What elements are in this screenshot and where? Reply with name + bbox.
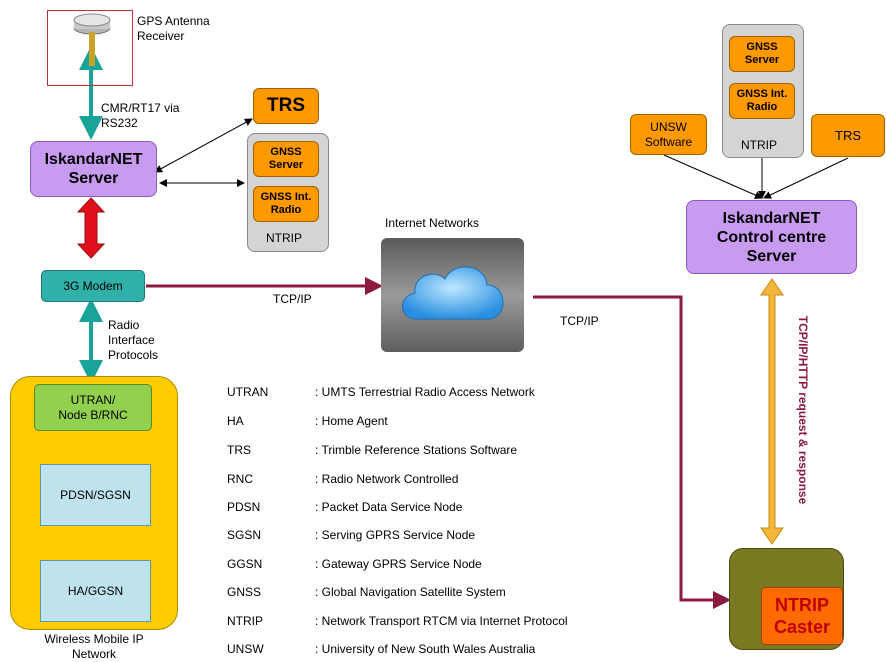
trs-right-box[interactable]: TRS — [811, 114, 885, 157]
trs-right-link — [763, 157, 849, 199]
tcp-right-label: TCP/IP — [560, 314, 599, 328]
gnss-radio-right[interactable]: GNSS Int.Radio — [729, 83, 795, 119]
tcp-left-label: TCP/IP — [273, 292, 312, 306]
trs-left-box[interactable]: TRS — [253, 88, 319, 124]
orange-double-arrow — [760, 278, 784, 545]
http-link-label: TCP/IP/HTTP request & response — [796, 315, 810, 505]
cloud-icon — [402, 266, 504, 320]
internet-label: Internet Networks — [385, 216, 480, 230]
server-trs-link — [154, 118, 253, 173]
unsw-link — [663, 154, 763, 199]
gps-antenna-icon — [73, 13, 111, 66]
pdsn-sgsn-node[interactable]: PDSN/SGSN — [40, 464, 151, 526]
ntrip-right-label: NTRIP — [741, 138, 777, 152]
gnss-radio-left[interactable]: GNSS Int.Radio — [253, 186, 319, 222]
internet-caster-link — [533, 295, 731, 609]
antenna-frame — [47, 10, 133, 86]
ntrip-left-label: NTRIP — [266, 231, 302, 245]
utran-node[interactable]: UTRAN/Node B/RNC — [34, 384, 152, 431]
red-double-arrow — [76, 197, 106, 259]
3g-modem[interactable]: 3G Modem — [41, 270, 145, 302]
ha-ggsn-node[interactable]: HA/GGSN — [40, 560, 151, 622]
